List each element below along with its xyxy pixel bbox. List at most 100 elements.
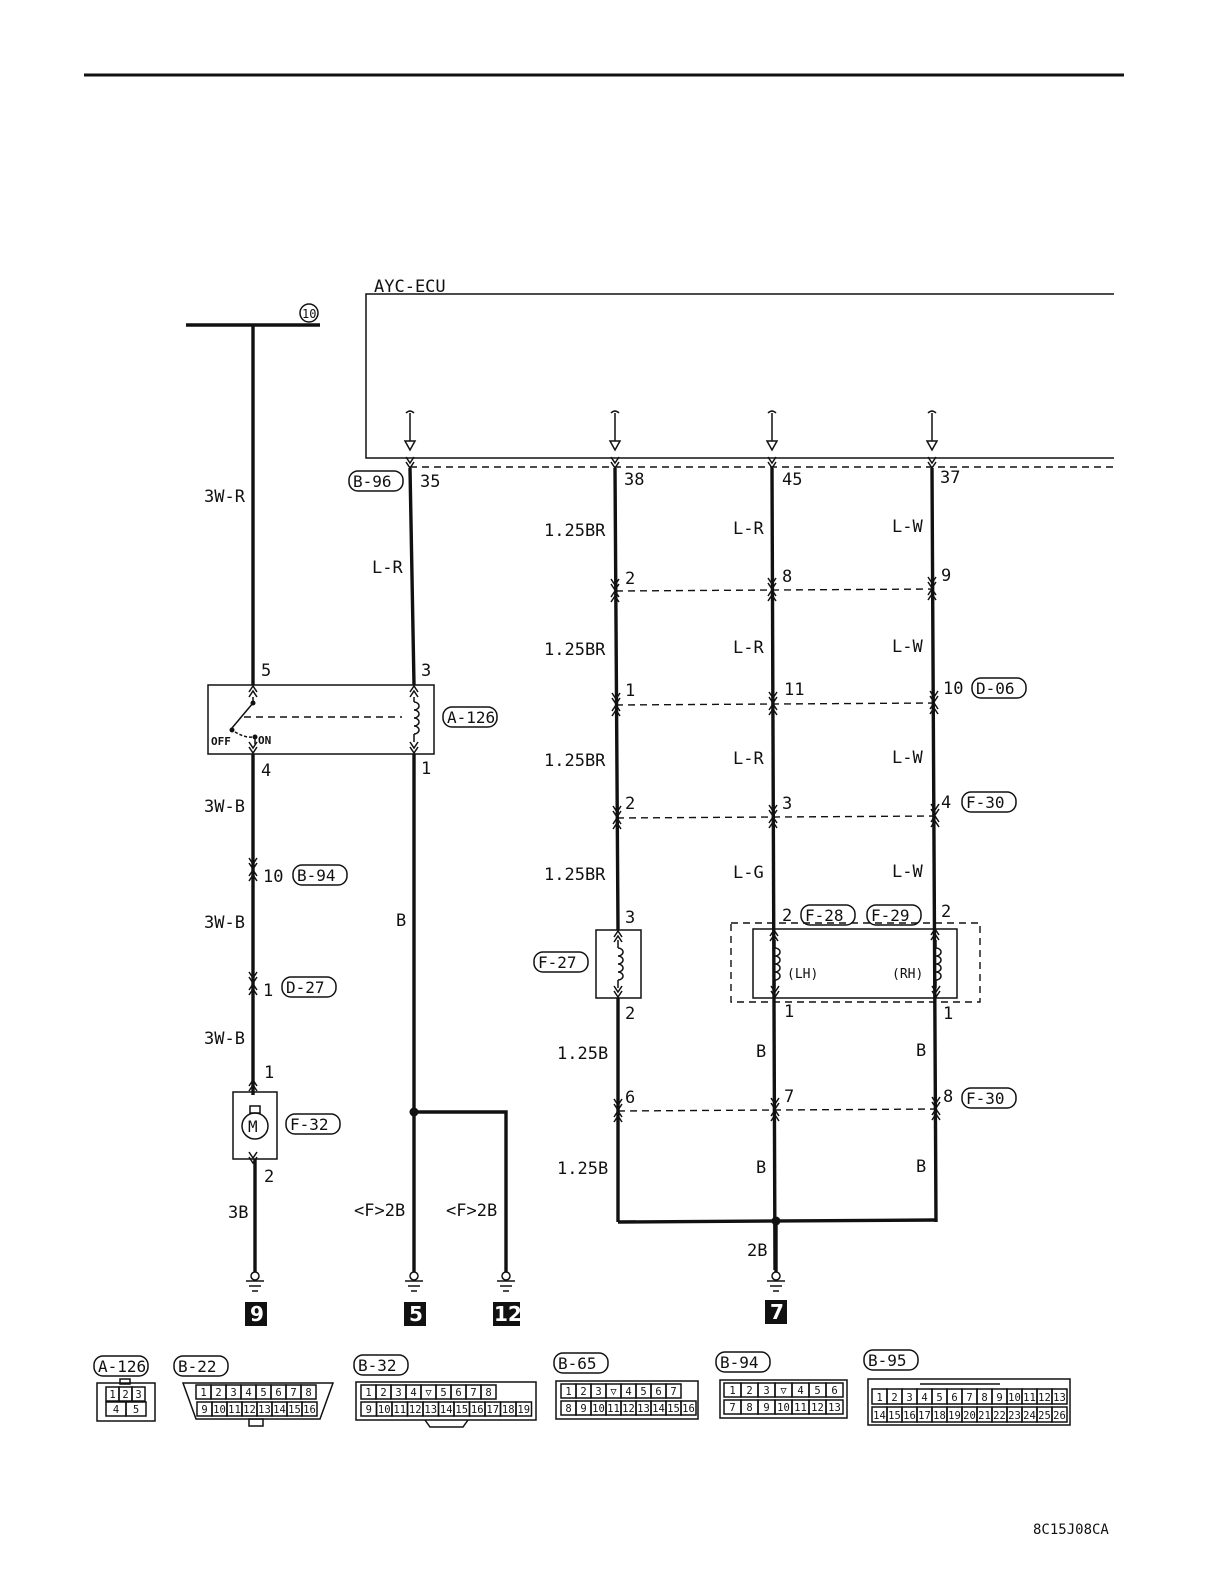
svg-text:B-94: B-94 xyxy=(720,1353,759,1372)
b65-pin-number: 11 xyxy=(607,1403,620,1415)
ground-12-icon xyxy=(496,1271,516,1292)
col38-pin-3: 2 xyxy=(625,794,635,814)
b94-pin-number: 1 xyxy=(729,1385,735,1397)
col45-wire-5: B xyxy=(756,1042,766,1062)
b94-pin-number: 7 xyxy=(729,1402,735,1414)
b65-pin-number: 9 xyxy=(580,1403,586,1415)
b22-pin-number: 3 xyxy=(230,1387,236,1399)
b95-pin-number: 10 xyxy=(1008,1392,1021,1404)
wire-3w-b-label-3: 3W-B xyxy=(204,1029,245,1049)
col37-wire-6: B xyxy=(916,1157,926,1177)
b32-pin-number: 8 xyxy=(485,1387,491,1399)
b32-pin-number: 1 xyxy=(365,1387,371,1399)
b65-cell xyxy=(665,1383,682,1399)
wire-b-relay-out-label: B xyxy=(396,911,406,931)
ecu-pin-35: 35 xyxy=(420,472,440,492)
connector-row-1 xyxy=(615,588,935,592)
f29-label: F-29 xyxy=(871,906,910,925)
b95-pin-number: 3 xyxy=(906,1392,912,1404)
svg-text:A-126: A-126 xyxy=(98,1357,146,1376)
relay-coil-icon xyxy=(413,701,420,735)
col37-pin-2: 10 xyxy=(943,679,963,699)
connector-row-3 xyxy=(616,815,936,819)
b95-pin-number: 11 xyxy=(1023,1392,1036,1404)
wire-branch-right xyxy=(414,1110,508,1272)
ground-5-icon xyxy=(404,1271,424,1292)
col37-wire-3: L-W xyxy=(892,748,923,768)
col45-wire-2: L-R xyxy=(733,638,764,658)
col37-pin-1: 9 xyxy=(941,566,951,586)
b22-pin-number: 7 xyxy=(290,1387,296,1399)
b22-pin-number: 6 xyxy=(275,1387,281,1399)
b32-pin-number: 4 xyxy=(410,1387,416,1399)
col45-pin-3: 3 xyxy=(782,794,792,814)
b94-pin-number: 12 xyxy=(811,1402,824,1414)
b32-pin-number: 13 xyxy=(424,1404,437,1416)
ground-7-number: 7 xyxy=(770,1300,784,1324)
col45-pin-1: 8 xyxy=(782,567,792,587)
b65-pin-number: 3 xyxy=(595,1386,601,1398)
col45-wire-6: B xyxy=(756,1158,766,1178)
b22-pin-number: 10 xyxy=(213,1404,226,1416)
lh-label: (LH) xyxy=(787,967,818,982)
svg-text:B-22: B-22 xyxy=(178,1357,217,1376)
b95-pin-number: 12 xyxy=(1038,1392,1051,1404)
b22-pin-number: 4 xyxy=(245,1387,251,1399)
b32-pin-number: 6 xyxy=(455,1387,461,1399)
a126-pin-number: 1 xyxy=(109,1389,115,1401)
b94-pin-number: 13 xyxy=(828,1402,841,1414)
b94-pin-number: 6 xyxy=(831,1385,837,1397)
b95-pin-number: 1 xyxy=(876,1392,882,1404)
b95-cell xyxy=(1051,1406,1068,1423)
b32-pin-number: 17 xyxy=(486,1404,499,1416)
b65-pin-number: 5 xyxy=(640,1386,646,1398)
motor-connector-label: F-32 xyxy=(290,1115,329,1134)
f30-lower-label: F-30 xyxy=(966,1089,1005,1108)
b95-pin-number: 17 xyxy=(918,1410,931,1422)
b22-cell xyxy=(300,1384,317,1400)
ecu-pin-37: 37 xyxy=(940,468,960,488)
solenoid-lh-rh xyxy=(752,928,958,999)
col37-pin-6: 8 xyxy=(943,1087,953,1107)
col45-pin-6: 7 xyxy=(784,1087,794,1107)
b95-pin-number: 20 xyxy=(963,1410,976,1422)
col38-pin-1: 2 xyxy=(625,569,635,589)
b95-pin-number: 18 xyxy=(933,1410,946,1422)
b94-cell xyxy=(825,1382,844,1398)
b95-pin-number: 16 xyxy=(903,1410,916,1422)
col45-pin-4: 2 xyxy=(782,906,792,926)
relay-a126 xyxy=(207,684,435,755)
b32-pin-number: 18 xyxy=(502,1404,515,1416)
b22-pin-number: 5 xyxy=(260,1387,266,1399)
col38-wire-6: 1.25B xyxy=(557,1159,608,1179)
b32-pin-number: 16 xyxy=(471,1404,484,1416)
relay-connector-label: A-126 xyxy=(447,708,495,727)
relay-pin4: 4 xyxy=(261,761,271,781)
a126-pin-number: 3 xyxy=(135,1389,141,1401)
common-ground-wire-label: 2B xyxy=(747,1241,767,1261)
col45-wire-3: L-R xyxy=(733,749,764,769)
ref-circle-label: 10 xyxy=(302,307,316,321)
b32-pin-number: 14 xyxy=(440,1404,453,1416)
b95-pin-number: 9 xyxy=(996,1392,1002,1404)
solenoid-f27-label: F-27 xyxy=(538,953,577,972)
b22-pin-number: 13 xyxy=(258,1404,271,1416)
b32-pin-number: 5 xyxy=(440,1387,446,1399)
solenoid-f27-coil-icon xyxy=(617,947,624,981)
b22-cell xyxy=(301,1401,318,1417)
ground-12-number: 12 xyxy=(494,1302,522,1326)
b32-pin-number: 7 xyxy=(470,1387,476,1399)
b94-pin-number: 11 xyxy=(794,1402,807,1414)
b95-pin-number: 21 xyxy=(978,1410,991,1422)
col45-wire-4: L-G xyxy=(733,863,764,883)
b32-pin-number: 15 xyxy=(455,1404,468,1416)
rh-label: (RH) xyxy=(892,967,923,982)
ground-5-number: 5 xyxy=(409,1302,423,1326)
col45-pin-5: 1 xyxy=(784,1002,794,1022)
col37-wire-2: L-W xyxy=(892,637,923,657)
relay-on-label: ON xyxy=(258,734,271,747)
b95-pin-number: 14 xyxy=(873,1410,886,1422)
b22-pin-number: 2 xyxy=(215,1387,221,1399)
